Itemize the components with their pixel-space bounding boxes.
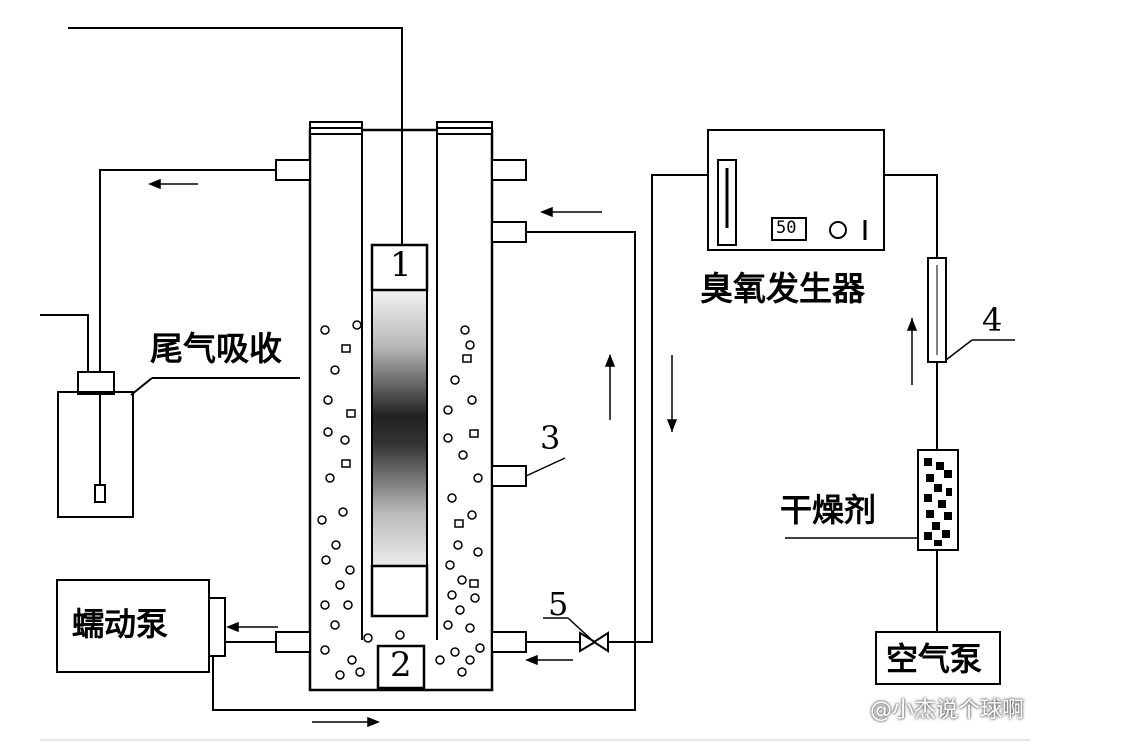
peristaltic-pump-label: 蠕动泵: [72, 605, 169, 643]
air-pump-label: 空气泵: [886, 640, 983, 678]
flow-arrows: [147, 178, 918, 728]
stirrer-box: [376, 644, 426, 690]
ozone-generator-label: 臭氧发生器: [700, 269, 865, 308]
desiccant-label: 干燥剂: [780, 491, 877, 529]
desiccant-pattern: [924, 458, 952, 546]
lamp-tube: [370, 243, 429, 618]
tail-gas-absorption-label: 尾气吸收: [150, 329, 282, 368]
inlet-wire: [68, 27, 403, 245]
label-3: 3: [540, 419, 561, 457]
label-4: 4: [982, 301, 1003, 339]
catalyst-particles: [317, 320, 485, 680]
label-2: 2: [390, 645, 412, 685]
reactor-body: [308, 121, 494, 692]
label-1: 1: [390, 245, 412, 285]
ozone-line: [526, 174, 708, 653]
air-line: [525, 174, 1015, 685]
ozone-generator-box: [707, 129, 885, 251]
ozone-display-value: 50: [776, 218, 797, 238]
peristaltic-pump-box: [56, 231, 636, 711]
reactor-ports: [275, 159, 527, 653]
watermark: @小杰说个球啊: [870, 698, 1025, 723]
absorption-bottle: [40, 169, 300, 518]
label-5: 5: [548, 585, 569, 623]
